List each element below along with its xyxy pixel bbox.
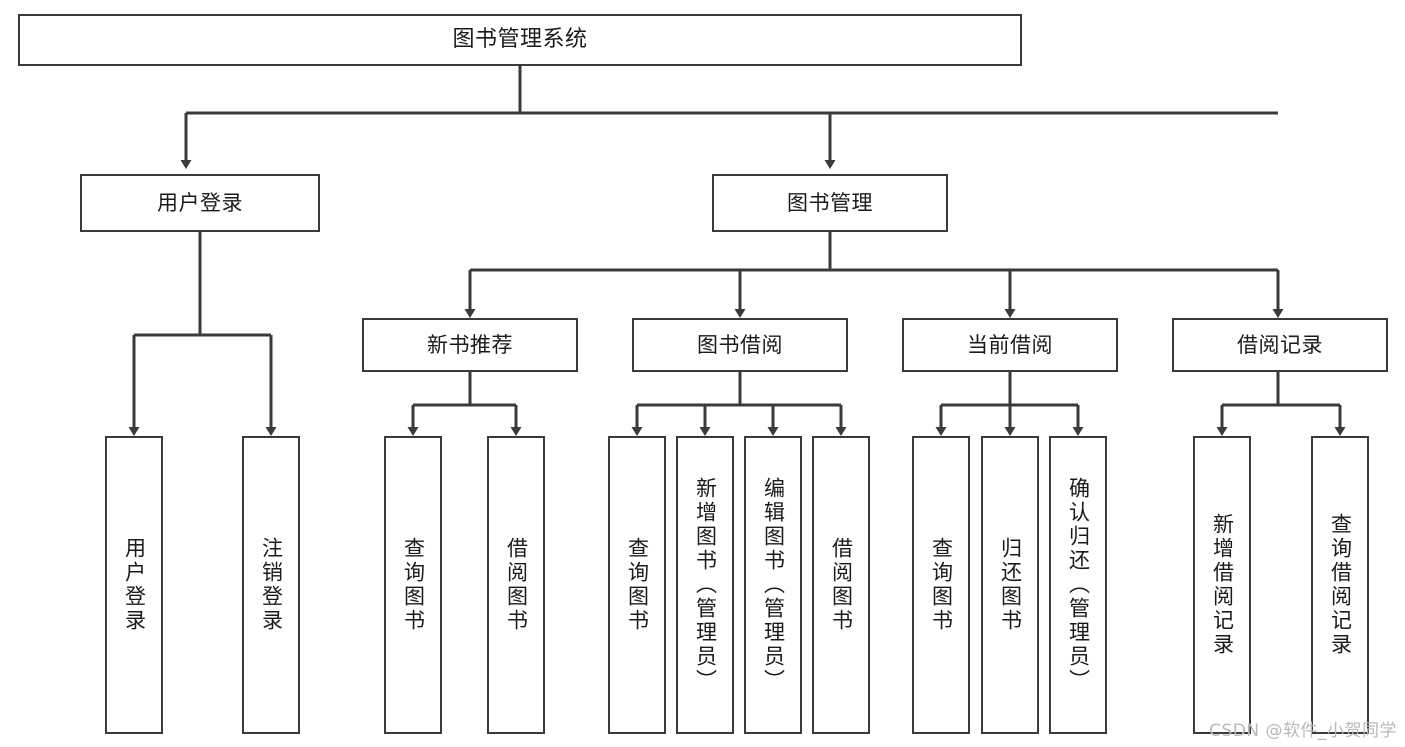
node-label: 新增借阅记录 — [1210, 513, 1235, 657]
leaf-current-query-book[interactable]: 查询图书 — [912, 436, 970, 734]
node-label: 新书推荐 — [427, 332, 513, 357]
node-label: 当前借阅 — [967, 332, 1053, 357]
node-label: 图书借阅 — [697, 332, 783, 357]
leaf-current-confirm-return-admin[interactable]: 确认归还（管理员） — [1049, 436, 1107, 734]
watermark: CSDN @软件_小贺同学 — [1209, 721, 1397, 741]
leaf-current-return-book[interactable]: 归还图书 — [981, 436, 1039, 734]
node-label: 查询借阅记录 — [1328, 513, 1353, 657]
leaf-record-query-record[interactable]: 查询借阅记录 — [1311, 436, 1369, 734]
node-book-management[interactable]: 图书管理 — [712, 174, 948, 232]
node-label: 查询图书 — [401, 537, 426, 633]
node-label: 用户登录 — [122, 537, 147, 633]
node-label: 注销登录 — [259, 537, 284, 633]
node-label: 查询图书 — [625, 537, 650, 633]
node-label: 归还图书 — [998, 537, 1023, 633]
leaf-user-login-logout[interactable]: 注销登录 — [242, 436, 300, 734]
node-borrow-record[interactable]: 借阅记录 — [1172, 318, 1388, 372]
node-user-login[interactable]: 用户登录 — [80, 174, 320, 232]
node-label: 新增图书（管理员） — [693, 477, 718, 693]
node-label: 图书管理系统 — [452, 27, 588, 53]
node-label: 用户登录 — [157, 190, 243, 215]
node-label: 确认归还（管理员） — [1066, 477, 1091, 693]
node-label: 借阅记录 — [1237, 332, 1323, 357]
leaf-borrow-add-book-admin[interactable]: 新增图书（管理员） — [676, 436, 734, 734]
leaf-borrow-edit-book-admin[interactable]: 编辑图书（管理员） — [744, 436, 802, 734]
node-label: 编辑图书（管理员） — [761, 477, 786, 693]
node-current-borrow[interactable]: 当前借阅 — [902, 318, 1118, 372]
leaf-recommend-borrow-book[interactable]: 借阅图书 — [487, 436, 545, 734]
leaf-record-add-record[interactable]: 新增借阅记录 — [1193, 436, 1251, 734]
node-label: 借阅图书 — [829, 537, 854, 633]
node-label: 图书管理 — [787, 190, 873, 215]
leaf-user-login-login[interactable]: 用户登录 — [105, 436, 163, 734]
leaf-borrow-query-book[interactable]: 查询图书 — [608, 436, 666, 734]
node-new-book-recommend[interactable]: 新书推荐 — [362, 318, 578, 372]
node-book-borrow[interactable]: 图书借阅 — [632, 318, 848, 372]
leaf-borrow-borrow-book[interactable]: 借阅图书 — [812, 436, 870, 734]
node-label: 借阅图书 — [504, 537, 529, 633]
node-label: 查询图书 — [929, 537, 954, 633]
node-root-system[interactable]: 图书管理系统 — [18, 14, 1022, 66]
leaf-recommend-query-book[interactable]: 查询图书 — [384, 436, 442, 734]
